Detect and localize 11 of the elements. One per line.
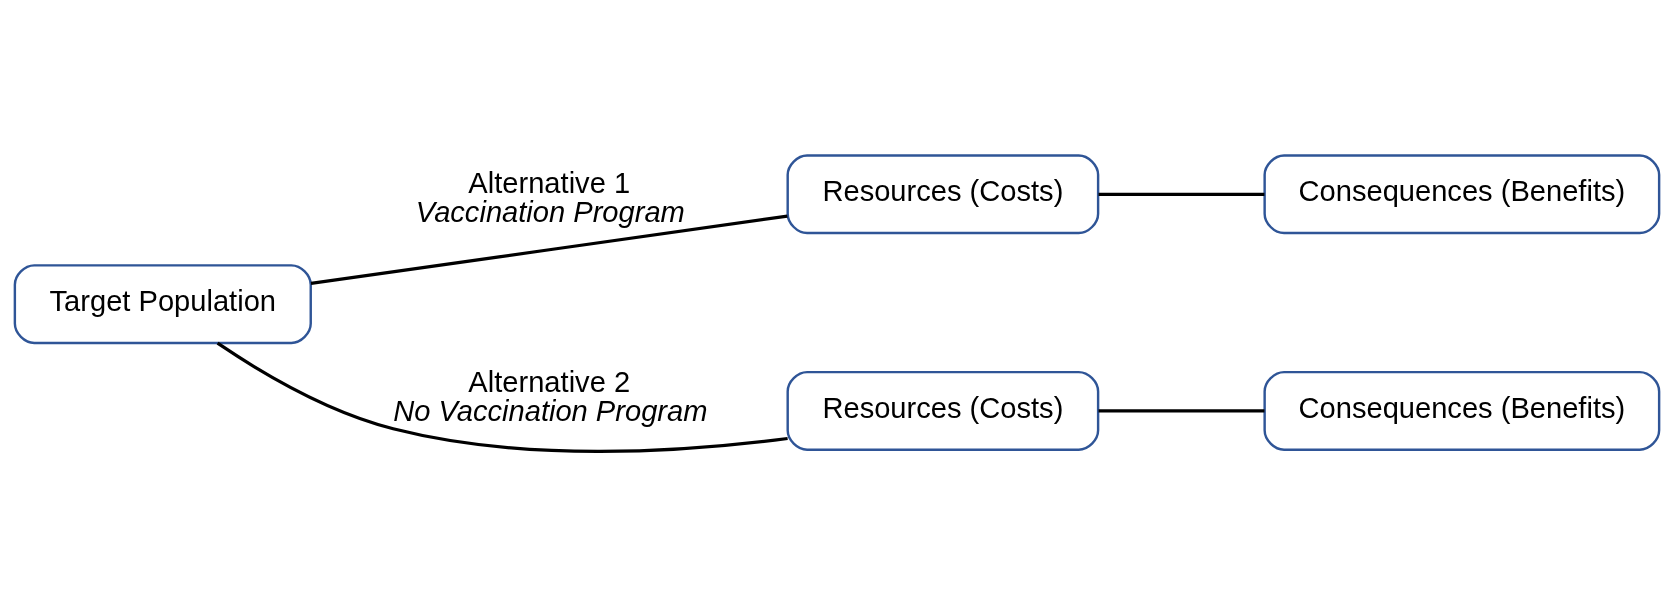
connector bbox=[1098, 408, 1265, 413]
connector bbox=[1098, 192, 1265, 196]
edge-label: Alternative 1 Vaccination Program bbox=[415, 166, 685, 228]
edge-label: Alternative 2 No Vaccination Program bbox=[393, 365, 708, 427]
node-box: Consequences (Benefits) bbox=[1263, 153, 1661, 234]
node-box: Consequences (Benefits) bbox=[1263, 370, 1661, 451]
node-box: Resources (Costs) bbox=[786, 370, 1100, 451]
node-box: Target Population bbox=[13, 263, 312, 344]
connector bbox=[216, 341, 788, 453]
node-box: Resources (Costs) bbox=[786, 153, 1100, 234]
connector bbox=[310, 213, 788, 285]
